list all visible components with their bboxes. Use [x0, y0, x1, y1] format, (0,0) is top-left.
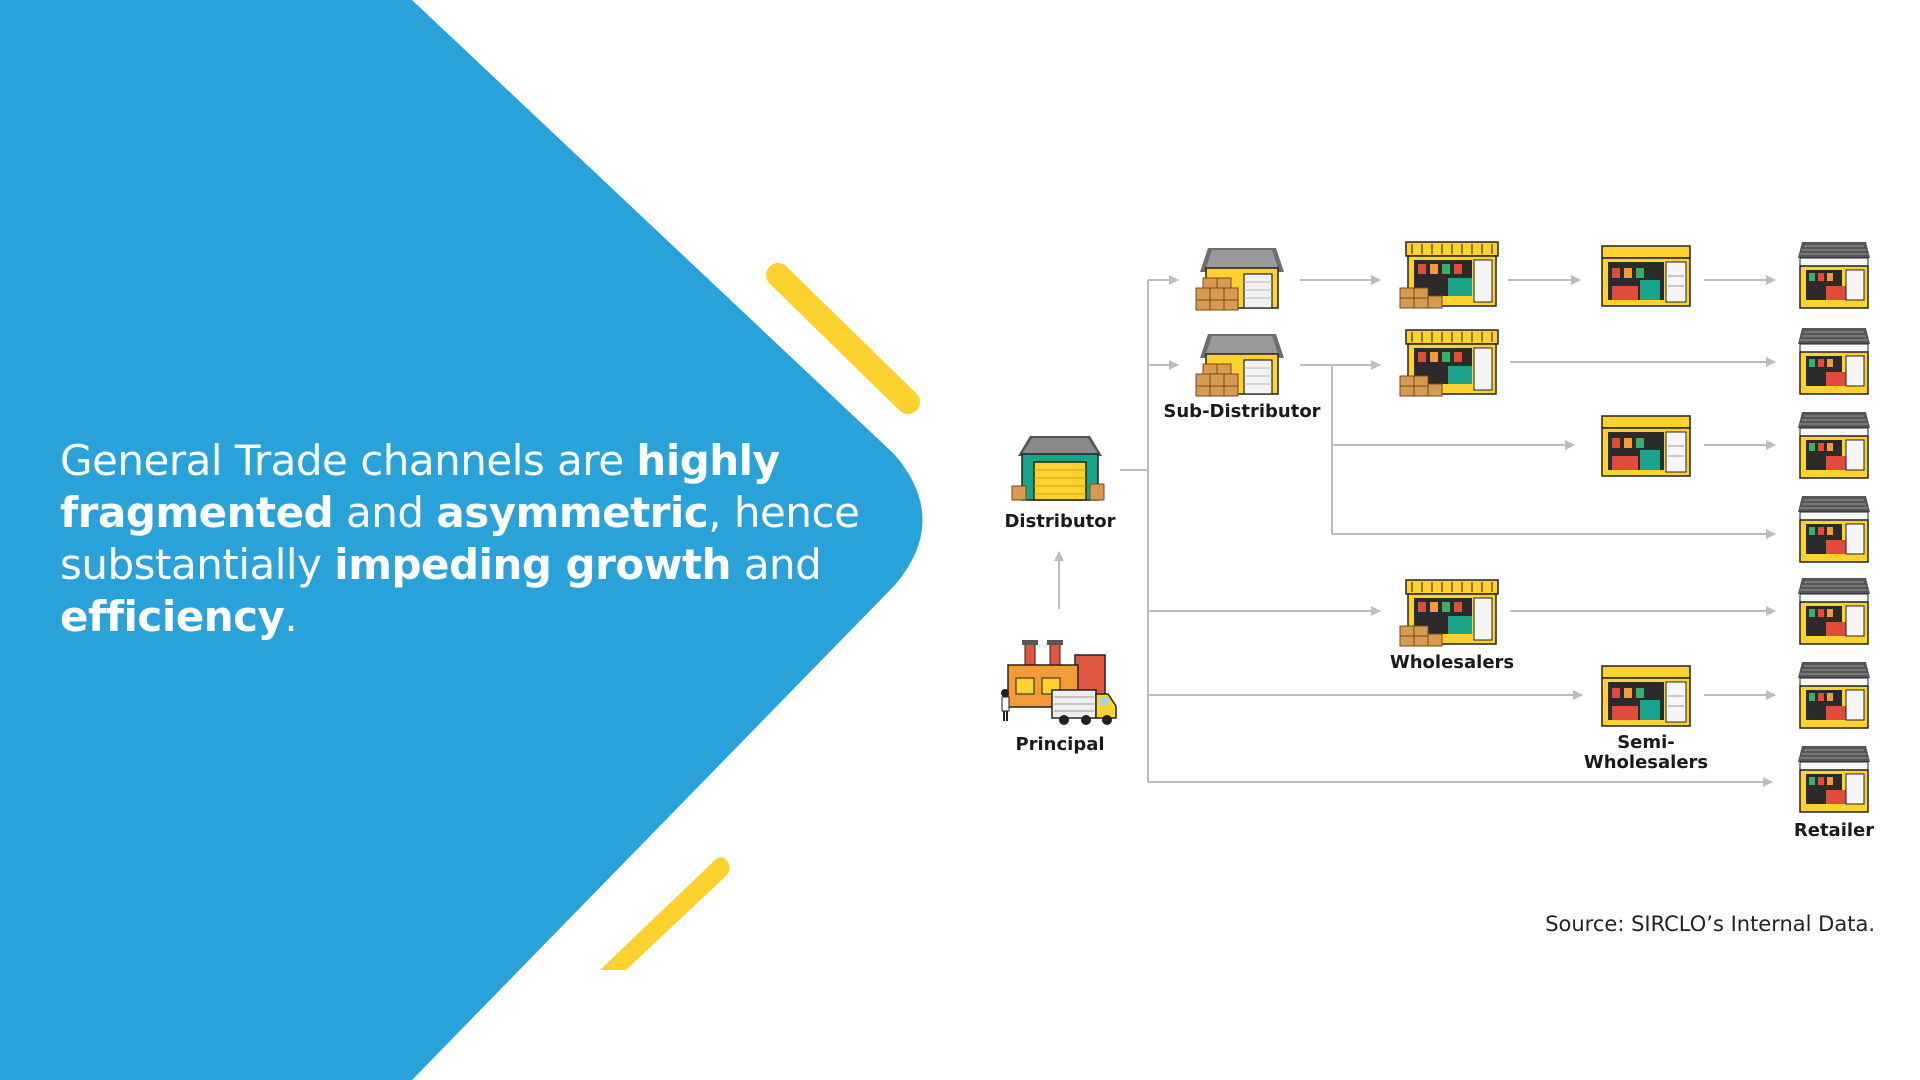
label-principal: Principal	[1015, 734, 1105, 755]
label-sub-distributor: Sub-Distributor	[1163, 401, 1321, 422]
semi-wholesale-store-icon	[1601, 665, 1691, 727]
headline-text-4: and	[730, 540, 822, 589]
label-distributor: Distributor	[1004, 511, 1116, 532]
wholesale-store-icon	[1399, 241, 1499, 309]
retail-shop-icon	[1797, 495, 1871, 563]
source-note: Source: SIRCLO’s Internal Data.	[1545, 912, 1875, 936]
retail-shop-icon	[1797, 577, 1871, 645]
headline-text-5: .	[284, 592, 298, 641]
warehouse-teal-icon	[1011, 436, 1105, 501]
retail-shop-icon	[1797, 327, 1871, 395]
semi-wholesale-store-icon	[1601, 415, 1691, 477]
headline-bold-3: impeding growth	[334, 540, 731, 589]
headline: General Trade channels are highly fragme…	[60, 435, 860, 643]
label-semi-line-1: Semi-	[1617, 732, 1675, 753]
headline-text-2: and	[333, 488, 437, 537]
warehouse-yellow-icon	[1195, 333, 1285, 397]
retail-shop-icon	[1797, 745, 1871, 813]
label-semi-line-2: Wholesalers	[1583, 752, 1709, 773]
retail-shop-icon	[1797, 661, 1871, 729]
label-retailer: Retailer	[1793, 820, 1875, 841]
headline-text-1: General Trade channels are	[60, 436, 637, 485]
retail-shop-icon	[1797, 241, 1871, 309]
headline-text-3: , hence substantially	[60, 488, 860, 589]
warehouse-yellow-icon	[1195, 247, 1285, 311]
retail-shop-icon	[1797, 411, 1871, 479]
wholesale-store-icon	[1399, 329, 1499, 397]
wholesale-store-icon	[1399, 579, 1499, 647]
headline-bold-4: efficiency	[60, 592, 285, 641]
factory-truck-icon	[1001, 640, 1117, 725]
headline-bold-1: highly fragmented	[60, 436, 780, 537]
yellow-accent-stroke-top	[766, 263, 920, 414]
blue-arrow-shape	[0, 0, 923, 1080]
yellow-accent-stroke-bottom	[600, 856, 730, 970]
headline-bold-2: asymmetric	[436, 488, 709, 537]
label-wholesalers: Wholesalers	[1389, 652, 1515, 673]
label-semi-wholesalers: Semi- Wholesalers	[1556, 733, 1736, 773]
semi-wholesale-store-icon	[1601, 245, 1691, 307]
